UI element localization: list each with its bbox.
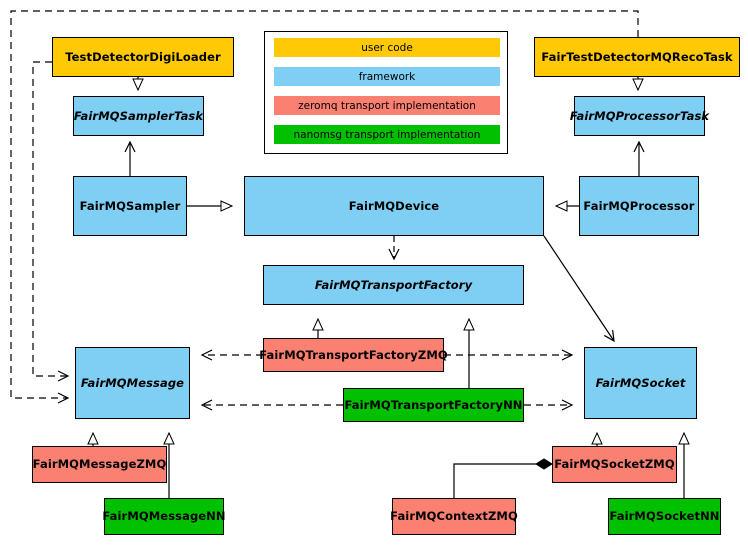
class-node-fairmq-sampler-task[interactable]: FairMQSamplerTask — [73, 96, 204, 136]
edge-device-to-socket — [543, 235, 615, 343]
legend-label-nanomsg: nanomsg transport implementation — [293, 128, 481, 141]
class-node-test-detector-digi-loader[interactable]: TestDetectorDigiLoader — [52, 37, 234, 77]
legend-label-user-code: user code — [361, 41, 413, 54]
class-node-fairmq-transport-factory[interactable]: FairMQTransportFactory — [263, 265, 524, 305]
edge-socketzmq-composes-contextzmq — [453, 458, 553, 498]
class-node-fairmq-socket-nn[interactable]: FairMQSocketNN — [608, 498, 721, 535]
edge-recotask-to-message — [10, 10, 639, 404]
class-node-fairmq-socket[interactable]: FairMQSocket — [584, 347, 697, 419]
class-node-fairmq-transport-factory-zmq[interactable]: FairMQTransportFactoryZMQ — [259, 338, 448, 372]
legend-label-zeromq: zeromq transport implementation — [298, 99, 476, 112]
legend-row-framework: framework — [274, 67, 500, 86]
class-node-fairmq-context-zmq[interactable]: FairMQContextZMQ — [390, 498, 518, 535]
class-node-fairmq-sampler[interactable]: FairMQSampler — [73, 176, 187, 236]
legend-row-zeromq: zeromq transport implementation — [274, 96, 500, 115]
class-node-fairmq-transport-factory-nn[interactable]: FairMQTransportFactoryNN — [343, 388, 524, 422]
legend-label-framework: framework — [358, 70, 416, 83]
class-node-fair-test-detector-mq-reco-task[interactable]: FairTestDetectorMQRecoTask — [534, 37, 740, 77]
edge-digiloader-to-message — [32, 61, 70, 382]
class-node-fairmq-processor[interactable]: FairMQProcessor — [579, 176, 699, 236]
legend-row-nanomsg: nanomsg transport implementation — [274, 125, 500, 144]
class-node-fairmq-processor-task[interactable]: FairMQProcessorTask — [570, 96, 709, 136]
class-node-fairmq-message[interactable]: FairMQMessage — [75, 347, 190, 419]
class-node-fairmq-socket-zmq[interactable]: FairMQSocketZMQ — [552, 446, 677, 483]
legend-row-user-code: user code — [274, 38, 500, 57]
color-legend: user code framework zeromq transport imp… — [264, 31, 508, 154]
class-node-fairmq-device[interactable]: FairMQDevice — [244, 176, 544, 236]
class-node-fairmq-message-zmq[interactable]: FairMQMessageZMQ — [32, 446, 167, 483]
class-node-fairmq-message-nn[interactable]: FairMQMessageNN — [102, 498, 226, 535]
